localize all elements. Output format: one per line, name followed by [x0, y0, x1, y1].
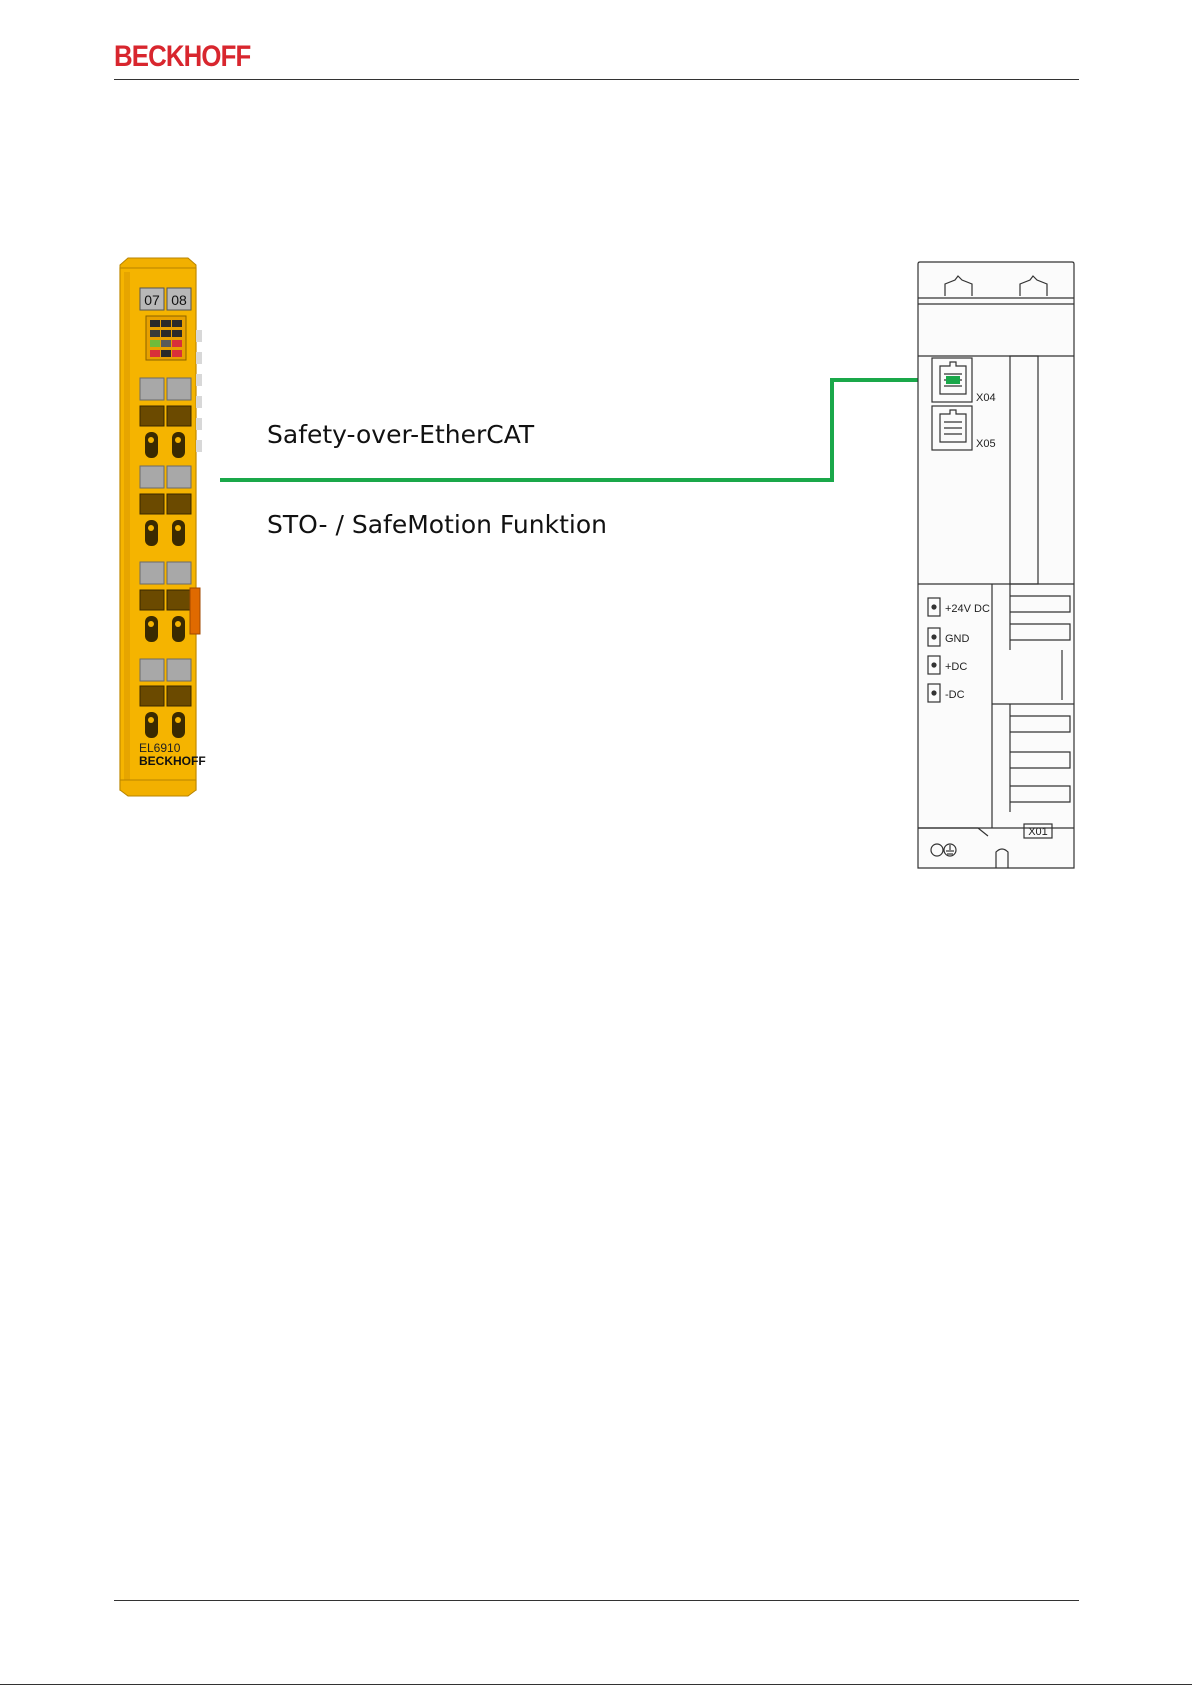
terminal-label-plus-dc: +DC: [945, 661, 967, 673]
terminal-label-24v: +24V DC: [945, 603, 990, 615]
footer-divider: [114, 1600, 1079, 1601]
protocol-label: Safety-over-EtherCAT: [267, 420, 534, 449]
port-x04-label: X04: [976, 392, 996, 404]
connector-x01-label: X01: [1028, 826, 1048, 838]
slot-label-left: 07: [144, 292, 160, 308]
terminal-model-label: EL6910: [139, 741, 181, 755]
port-x05-label: X05: [976, 438, 996, 450]
slot-label-right: 08: [171, 292, 187, 308]
terminal-label-gnd: GND: [945, 633, 970, 645]
servo-drive: [918, 262, 1074, 868]
el6910-terminal: 07 08: [120, 258, 206, 796]
function-label: STO- / SafeMotion Funktion: [267, 510, 607, 539]
terminal-brand-label: BECKHOFF: [139, 754, 206, 768]
terminal-label-minus-dc: -DC: [945, 689, 965, 701]
